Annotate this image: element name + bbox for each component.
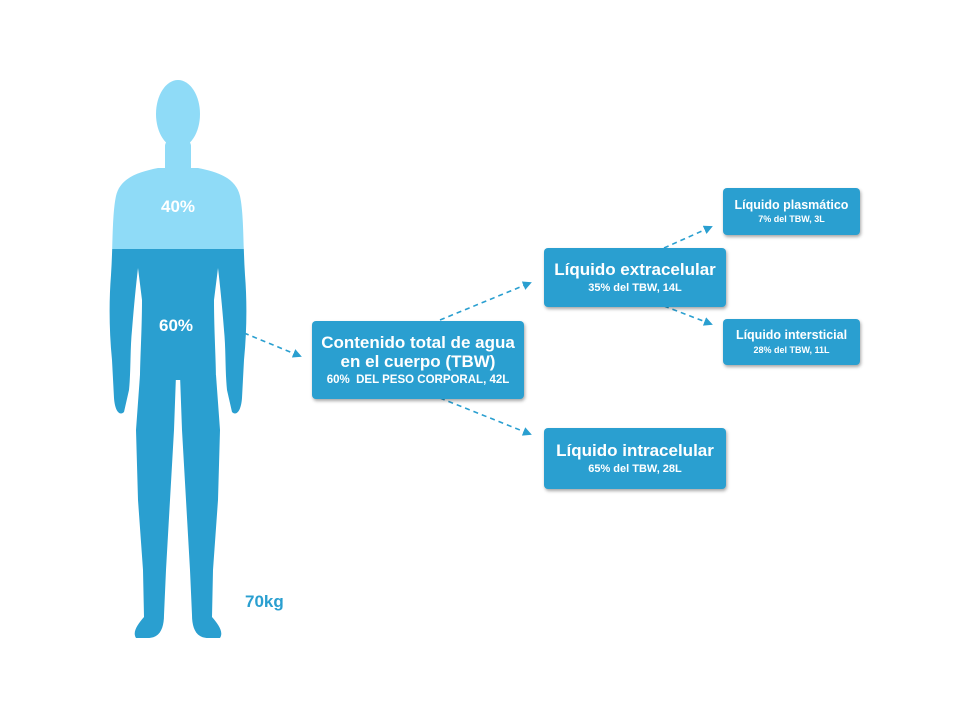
intracellular-title: Líquido intracelular [556,441,714,461]
total-body-water-box: Contenido total de agua en el cuerpo (TB… [312,321,524,399]
body-weight-label: 70kg [245,592,284,611]
extracellular-title: Líquido extracelular [554,260,716,280]
total-water-subtitle: 60% DEL PESO CORPORAL, 42L [326,373,510,386]
extracellular-subtitle: 35% del TBW, 14L [588,281,682,294]
interstitial-fluid-box: Líquido intersticial 28% del TBW, 11L [723,319,860,365]
arrow-extracellular-to-interstitial [663,305,713,326]
intracellular-fluid-box: Líquido intracelular 65% del TBW, 28L [544,428,726,489]
intracellular-subtitle: 65% del TBW, 28L [588,462,682,475]
interstitial-title: Líquido intersticial [735,328,848,343]
total-water-title-line1: Contenido total de agua [321,332,515,352]
plasma-subtitle: 7% del TBW, 3L [758,214,825,225]
human-silhouette [109,80,247,638]
arrow-extracellular-to-plasma [663,225,713,249]
plasma-title: Líquido plasmático [734,197,849,212]
arrow-body-to-tbw [243,332,302,358]
extracellular-fluid-box: Líquido extracelular 35% del TBW, 14L [544,248,726,307]
lower-percent-label: 60% [158,316,194,335]
arrow-tbw-to-intracellular [439,397,532,436]
arrow-tbw-to-extracellular [439,281,532,321]
total-water-title-line2: en el cuerpo (TBW) [340,352,496,372]
plasma-fluid-box: Líquido plasmático 7% del TBW, 3L [723,188,860,235]
interstitial-subtitle: 28% del TBW, 11L [753,344,830,355]
upper-percent-label: 40% [160,197,196,216]
